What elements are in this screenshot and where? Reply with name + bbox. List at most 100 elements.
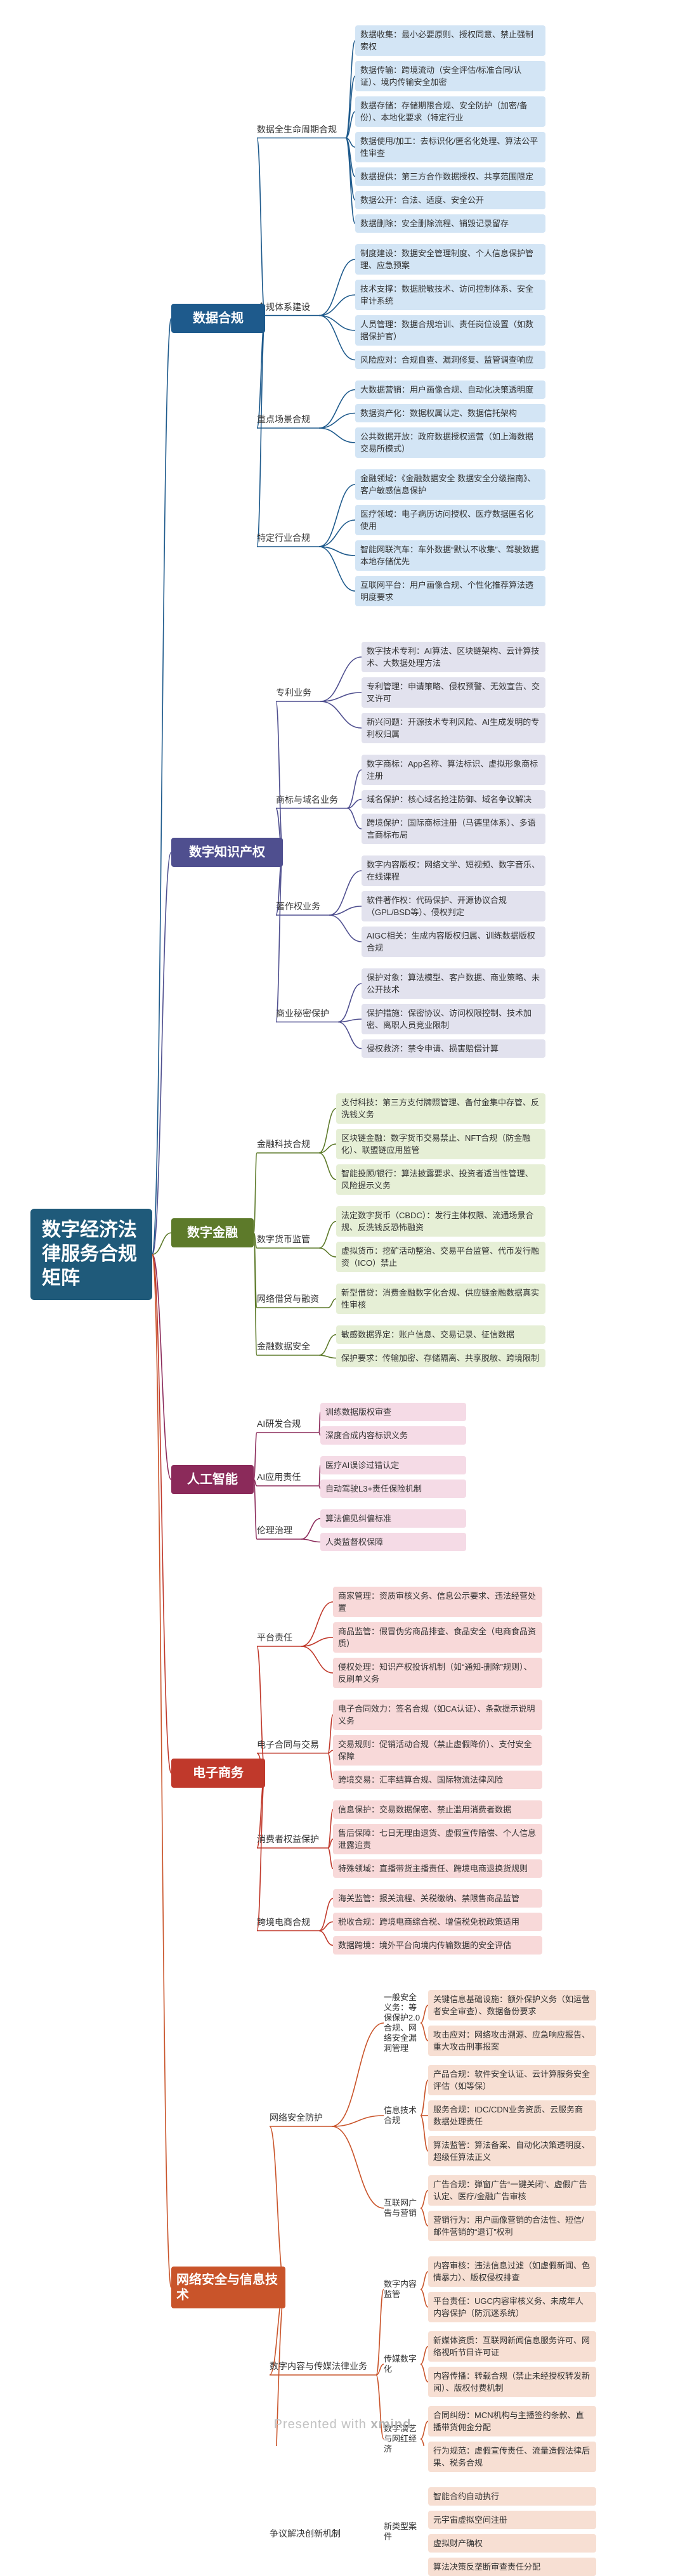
leaf-topic: 行为规范：虚假宣传责任、流量造假法律后果、税务合规 (428, 2442, 596, 2472)
subtopic: 网络安全防护 (270, 2112, 323, 2123)
subtopic: 伦理治理 (257, 1525, 292, 1535)
leaf-topic: 商品监管：假冒伪劣商品排查、食品安全（电商食品资质） (333, 1622, 542, 1653)
leaf-topic: 公共数据开放：政府数据授权运营（如上海数据交易所模式） (355, 427, 545, 458)
leaf-topic: 数据使用/加工：去标识化/匿名化处理、算法公平性审查 (355, 132, 545, 162)
subtopic: 数字货币监管 (257, 1234, 310, 1244)
leaf-topic: 数据公开：合法、适度、安全公开 (355, 191, 545, 209)
subtopic: 合规体系建设 (257, 301, 310, 312)
subtopic: 网络借贷与融资 (257, 1294, 319, 1304)
subtopic: 特定行业合规 (257, 533, 310, 543)
main-topic: 电子商务 (171, 1759, 265, 1788)
leaf-topic: 虚拟财产确权 (428, 2534, 596, 2553)
subtopic-level3: 新类型案件 (384, 2521, 417, 2541)
main-topic: 数据合规 (171, 304, 265, 333)
leaf-topic: 智能投顾/银行：算法披露要求、投资者适当性管理、风险提示义务 (336, 1164, 545, 1195)
leaf-topic: 自动驾驶L3+责任保险机制 (320, 1480, 466, 1498)
leaf-topic: 智能合约自动执行 (428, 2487, 596, 2506)
leaf-topic: 人员管理：数据合规培训、责任岗位设置（如数据保护官） (355, 315, 545, 346)
leaf-topic: 风险应对：合规自查、漏洞修复、监管调查响应 (355, 351, 545, 369)
leaf-topic: AIGC相关：生成内容版权归属、训练数据版权合规 (362, 927, 545, 957)
subtopic-level3: 互联网广告与营销 (384, 2198, 417, 2218)
leaf-topic: 医疗领域：电子病历访问授权、医疗数据匿名化使用 (355, 505, 545, 535)
leaf-topic: 产品合规：软件安全认证、云计算服务安全评估（如等保） (428, 2065, 596, 2095)
leaf-topic: 内容传播：转载合规（禁止未经授权转发新闻）、版权付费机制 (428, 2367, 596, 2397)
connector-lines (152, 40, 429, 2446)
root-topic: 数字经济法律服务合规矩阵 (30, 1209, 152, 1300)
leaf-topic: 数据传输：跨境流动（安全评估/标准合同/认证）、境内传输安全加密 (355, 61, 545, 91)
footer-prefix: Presented with (273, 2417, 367, 2431)
leaf-topic: 数据跨境：境外平台向境内传输数据的安全评估 (333, 1936, 542, 1955)
leaf-topic: 虚拟货币：挖矿活动整治、交易平台监管、代币发行融资（ICO）禁止 (336, 1242, 545, 1272)
subtopic: 平台责任 (257, 1632, 292, 1643)
leaf-topic: 数据收集：最小必要原则、授权同意、禁止强制索权 (355, 25, 545, 56)
leaf-topic: 区块链金融：数字货币交易禁止、NFT合规（防金融化）、联盟链应用监管 (336, 1129, 545, 1159)
leaf-topic: 关键信息基础设施：额外保护义务（如运营者安全审查）、数据备份要求 (428, 1990, 596, 2020)
leaf-topic: 营销行为：用户画像营销的合法性、短信/邮件营销的“退订”权利 (428, 2211, 596, 2241)
leaf-topic: 特殊领域：直播带货主播责任、跨境电商退换货规则 (333, 1859, 542, 1878)
footer-watermark: Presented with xmind (0, 2417, 685, 2432)
leaf-topic: 金融领域：《金融数据安全 数据安全分级指南》、客户敏感信息保护 (355, 469, 545, 500)
leaf-topic: 数字商标：App名称、算法标识、虚拟形象商标注册 (362, 755, 545, 785)
leaf-topic: 数字技术专利：AI算法、区块链架构、云计算技术、大数据处理方法 (362, 642, 545, 672)
leaf-topic: 新媒体资质：互联网新闻信息服务许可、网络视听节目许可证 (428, 2331, 596, 2362)
leaf-topic: 制度建设：数据安全管理制度、个人信息保护管理、应急预案 (355, 244, 545, 275)
subtopic: 数字内容与传媒法律业务 (270, 2361, 367, 2371)
subtopic: 商标与域名业务 (276, 794, 338, 805)
leaf-topic: 电子合同效力：签名合规（如CA认证）、条款提示说明义务 (333, 1700, 542, 1730)
main-topic: 数字知识产权 (171, 838, 283, 867)
subtopic-level3: 传媒数字化 (384, 2354, 417, 2374)
leaf-topic: 互联网平台：用户画像合规、个性化推荐算法透明度要求 (355, 576, 545, 606)
subtopic-level3: 数字内容监管 (384, 2279, 417, 2299)
subtopic: AI研发合规 (257, 1419, 301, 1429)
leaf-topic: 新兴问题：开源技术专利风险、AI生成发明的专利权归属 (362, 713, 545, 743)
leaf-topic: 交易规则：促销活动合规（禁止虚假降价）、支付安全保障 (333, 1735, 542, 1766)
subtopic: 金融数据安全 (257, 1341, 310, 1351)
leaf-topic: 售后保障：七日无理由退货、虚假宣传赔偿、个人信息泄露追责 (333, 1824, 542, 1854)
leaf-topic: 数据删除：安全删除流程、销毁记录留存 (355, 214, 545, 233)
subtopic-level3: 信息技术合规 (384, 2105, 417, 2125)
leaf-topic: 医疗AI误诊过错认定 (320, 1456, 466, 1474)
leaf-topic: 内容审核：违法信息过滤（如虚假新闻、色情暴力）、版权侵权排查 (428, 2256, 596, 2287)
leaf-topic: 侵权救济：禁令申请、损害赔偿计算 (362, 1039, 545, 1058)
main-topic: 人工智能 (171, 1465, 254, 1494)
leaf-topic: 算法偏见纠偏标准 (320, 1509, 466, 1528)
leaf-topic: 软件著作权：代码保护、开源协议合规（GPL/BSD等）、侵权判定 (362, 891, 545, 921)
leaf-topic: 服务合规：IDC/CDN业务资质、云服务商数据处理责任 (428, 2100, 596, 2131)
subtopic-level3: 数字演艺与网红经济 (384, 2424, 417, 2454)
main-topic: 数字金融 (171, 1218, 254, 1247)
subtopic: 争议解决创新机制 (270, 2528, 341, 2539)
leaf-topic: 元宇宙虚拟空间注册 (428, 2511, 596, 2529)
leaf-topic: 数据资产化：数据权属认定、数据信托架构 (355, 404, 545, 422)
leaf-topic: 敏感数据界定：账户信息、交易记录、征信数据 (336, 1325, 545, 1344)
leaf-topic: 大数据营销：用户画像合规、自动化决策透明度 (355, 381, 545, 399)
leaf-topic: 算法监管：算法备案、自动化决策透明度、超级任算法正义 (428, 2136, 596, 2166)
leaf-topic: 信息保护：交易数据保密、禁止滥用消费者数据 (333, 1800, 542, 1819)
subtopic: AI应用责任 (257, 1472, 301, 1482)
subtopic: 数据全生命周期合规 (257, 124, 337, 134)
leaf-topic: 保护措施：保密协议、访问权限控制、技术加密、离职人员竞业限制 (362, 1004, 545, 1034)
leaf-topic: 数据存储：存储期限合规、安全防护（加密/备份）、本地化要求（特定行业 (355, 96, 545, 127)
subtopic: 消费者权益保护 (257, 1834, 319, 1844)
leaf-topic: 技术支撑：数据脱敏技术、访问控制体系、安全审计系统 (355, 280, 545, 310)
leaf-topic: 跨境保护：国际商标注册（马德里体系）、多语言商标布局 (362, 814, 545, 844)
leaf-topic: 平台责任：UGC内容审核义务、未成年人内容保护（防沉迷系统） (428, 2292, 596, 2322)
subtopic: 电子合同与交易 (257, 1739, 319, 1750)
leaf-topic: 商家管理：资质审核义务、信息公示要求、违法经营处置 (333, 1587, 542, 1617)
leaf-topic: 深度合成内容标识义务 (320, 1426, 466, 1445)
footer-brand: xmind (370, 2417, 412, 2431)
subtopic: 著作权业务 (276, 901, 320, 911)
leaf-topic: 侵权处理：知识产权投诉机制（如“通知-删除”规则）、反刷单义务 (333, 1658, 542, 1688)
leaf-topic: 域名保护：核心域名抢注防御、域名争议解决 (362, 790, 545, 809)
subtopic: 金融科技合规 (257, 1139, 310, 1149)
leaf-topic: 支付科技：第三方支付牌照管理、备付金集中存管、反洗钱义务 (336, 1093, 545, 1124)
leaf-topic: 算法决策反垄断审查责任分配 (428, 2558, 596, 2576)
leaf-topic: 人类监督权保障 (320, 1533, 466, 1551)
leaf-topic: 法定数字货币（CBDC）：发行主体权限、流通场景合规、反洗钱反恐怖融资 (336, 1206, 545, 1237)
leaf-topic: 专利管理：申请策略、侵权预警、无效宣告、交叉许可 (362, 677, 545, 708)
leaf-topic: 新型借贷：消费金融数字化合规、供应链金融数据真实性审核 (336, 1284, 545, 1314)
leaf-topic: 保护要求：传输加密、存储隔离、共享脱敏、跨境限制 (336, 1349, 545, 1367)
leaf-topic: 攻击应对：网络攻击溯源、应急响应报告、重大攻击刑事报案 (428, 2026, 596, 2056)
leaf-topic: 数据提供：第三方合作数据授权、共享范围限定 (355, 167, 545, 186)
leaf-topic: 海关监管：报关流程、关税缴纳、禁限售商品监管 (333, 1889, 542, 1908)
leaf-topic: 智能网联汽车：车外数据“默认不收集”、驾驶数据本地存储优先 (355, 540, 545, 571)
